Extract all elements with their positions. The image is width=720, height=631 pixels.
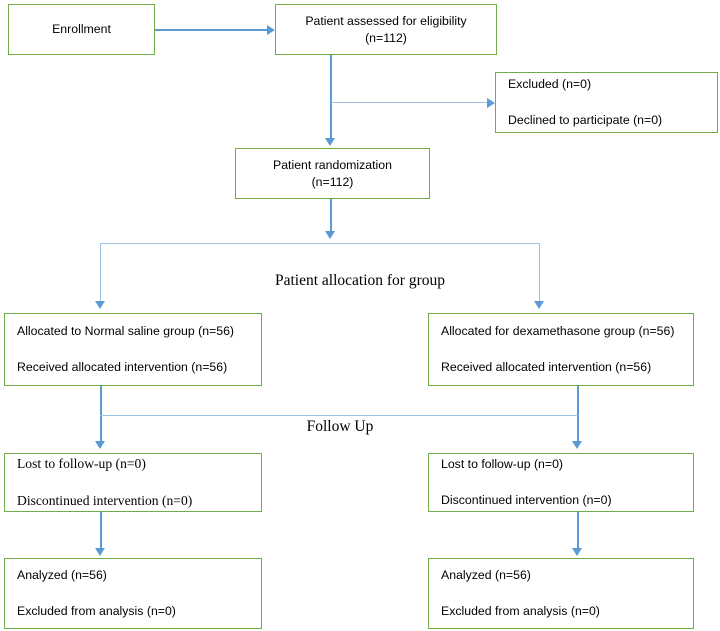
arrow-head-enrollment-to-assessed: [267, 24, 275, 35]
assessed-line-2: (n=112): [365, 30, 407, 45]
randomization-box: Patient randomization (n=112): [235, 148, 430, 199]
connector-followup-rule: [100, 415, 578, 417]
analysis-right-box: Analyzed (n=56) Excluded from analysis (…: [428, 558, 694, 629]
arrow-head-assessed-to-randomization: [325, 138, 335, 146]
connector-randomization-stem: [330, 199, 332, 233]
enrollment-box: Enrollment: [8, 4, 155, 55]
connector-followup-right-stem: [577, 386, 579, 443]
followup-right-box: Lost to follow-up (n=0) Discontinued int…: [428, 453, 694, 512]
connector-analysis-right-stem: [577, 512, 579, 550]
excluded-box: Excluded (n=0) Declined to participate (…: [495, 72, 718, 133]
allocation-section-label: Patient allocation for group: [274, 272, 446, 289]
allocation-left-line-1: Allocated to Normal saline group (n=56): [17, 324, 235, 339]
analysis-left-line-2: Excluded from analysis (n=0): [17, 604, 176, 618]
analysis-left-line-1: Analyzed (n=56): [17, 568, 107, 583]
randomization-line-1: Patient randomization: [273, 157, 392, 172]
connector-enrollment-to-assessed: [155, 29, 267, 31]
allocation-left-line-2: Received allocated intervention (n=56): [17, 360, 228, 374]
arrow-head-randomization-split: [325, 231, 335, 239]
followup-right-line-1: Lost to follow-up (n=0): [441, 457, 564, 472]
arrow-head-analysis-left: [95, 548, 105, 556]
allocation-right-line-1: Allocated for dexamethasone group (n=56): [441, 324, 675, 339]
analysis-right-line-1: Analyzed (n=56): [441, 568, 531, 583]
followup-right-line-2: Discontinued intervention (n=0): [441, 493, 612, 507]
connector-allocation-right-drop: [539, 243, 541, 304]
connector-allocation-left-drop: [100, 243, 102, 304]
enrollment-label: Enrollment: [52, 22, 111, 37]
arrow-head-analysis-right: [572, 548, 582, 556]
connector-analysis-left-stem: [100, 512, 102, 550]
arrow-head-assessed-to-excluded: [487, 97, 495, 108]
arrow-head-allocation-left: [95, 301, 105, 309]
followup-left-box: Lost to follow-up (n=0) Discontinued int…: [4, 453, 262, 512]
followup-left-line-1: Lost to follow-up (n=0): [17, 455, 146, 471]
connector-assessed-to-excluded: [331, 102, 487, 104]
assessed-for-eligibility-box: Patient assessed for eligibility (n=112): [275, 4, 497, 55]
allocation-right-line-2: Received allocated intervention (n=56): [441, 360, 652, 374]
analysis-right-line-2: Excluded from analysis (n=0): [441, 604, 600, 618]
connector-allocation-bracket: [100, 243, 540, 245]
arrow-head-followup-right: [572, 441, 582, 449]
followup-left-line-2: Discontinued intervention (n=0): [17, 493, 193, 508]
assessed-line-1: Patient assessed for eligibility: [305, 13, 467, 28]
excluded-line-2: Declined to participate (n=0): [508, 113, 663, 127]
allocation-right-box: Allocated for dexamethasone group (n=56)…: [428, 313, 694, 386]
excluded-line-1: Excluded (n=0): [508, 77, 592, 92]
connector-followup-left-stem: [100, 386, 102, 443]
allocation-left-box: Allocated to Normal saline group (n=56) …: [4, 313, 262, 386]
analysis-left-box: Analyzed (n=56) Excluded from analysis (…: [4, 558, 262, 629]
arrow-head-allocation-right: [534, 301, 544, 309]
followup-section-label: Follow Up: [306, 418, 374, 435]
randomization-line-2: (n=112): [311, 174, 354, 189]
connector-assessed-stem: [330, 55, 332, 141]
arrow-head-followup-left: [95, 441, 105, 449]
